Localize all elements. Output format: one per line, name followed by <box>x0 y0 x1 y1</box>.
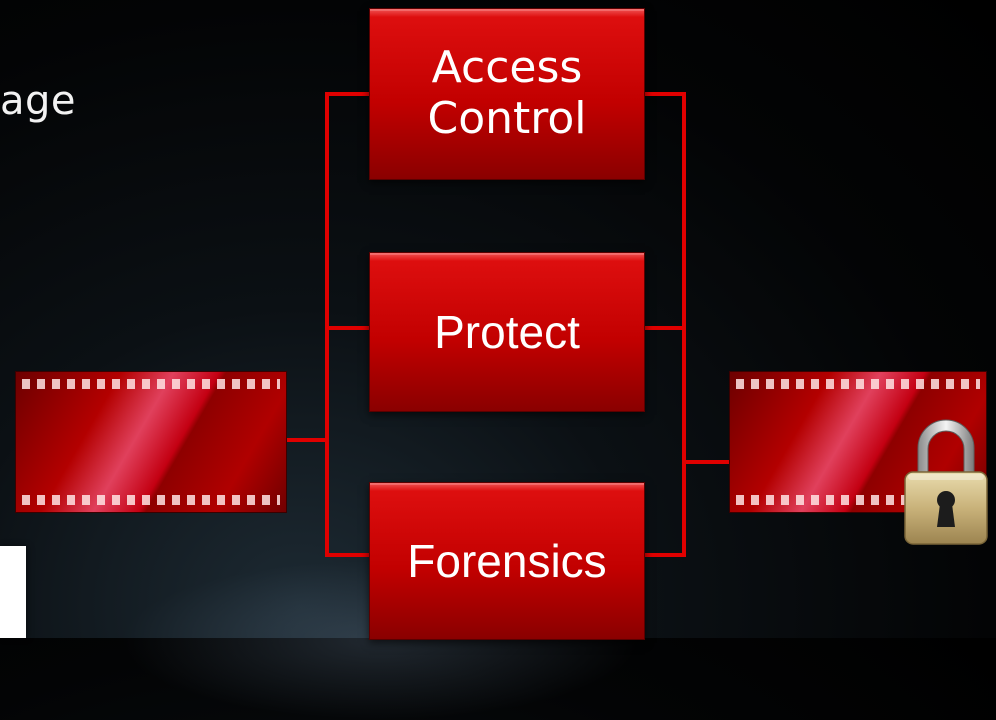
forensics-box: Forensics <box>369 482 645 640</box>
protect-label: Protect <box>434 305 580 358</box>
right-bracket-line <box>643 92 686 557</box>
cropped-white-panel <box>0 546 26 638</box>
film-perforations-bottom <box>736 495 980 505</box>
bevel-highlight <box>370 253 644 261</box>
connector-lines <box>286 92 729 557</box>
bevel-highlight <box>370 483 644 491</box>
access-control-label-line2: Control <box>427 93 587 144</box>
access-control-label-line1: Access <box>431 42 583 94</box>
film-perforations-top <box>736 379 980 389</box>
access-control-box: Access Control <box>369 8 645 180</box>
padlock-icon <box>904 419 988 545</box>
source-film-strip-icon <box>15 371 287 513</box>
cropped-title-text: age <box>0 78 77 124</box>
film-perforations-bottom <box>22 495 280 505</box>
forensics-label: Forensics <box>407 534 607 587</box>
protect-box: Protect <box>369 252 645 412</box>
film-perforations-top <box>22 379 280 389</box>
bevel-highlight <box>370 9 644 17</box>
left-bracket-line <box>325 92 369 557</box>
